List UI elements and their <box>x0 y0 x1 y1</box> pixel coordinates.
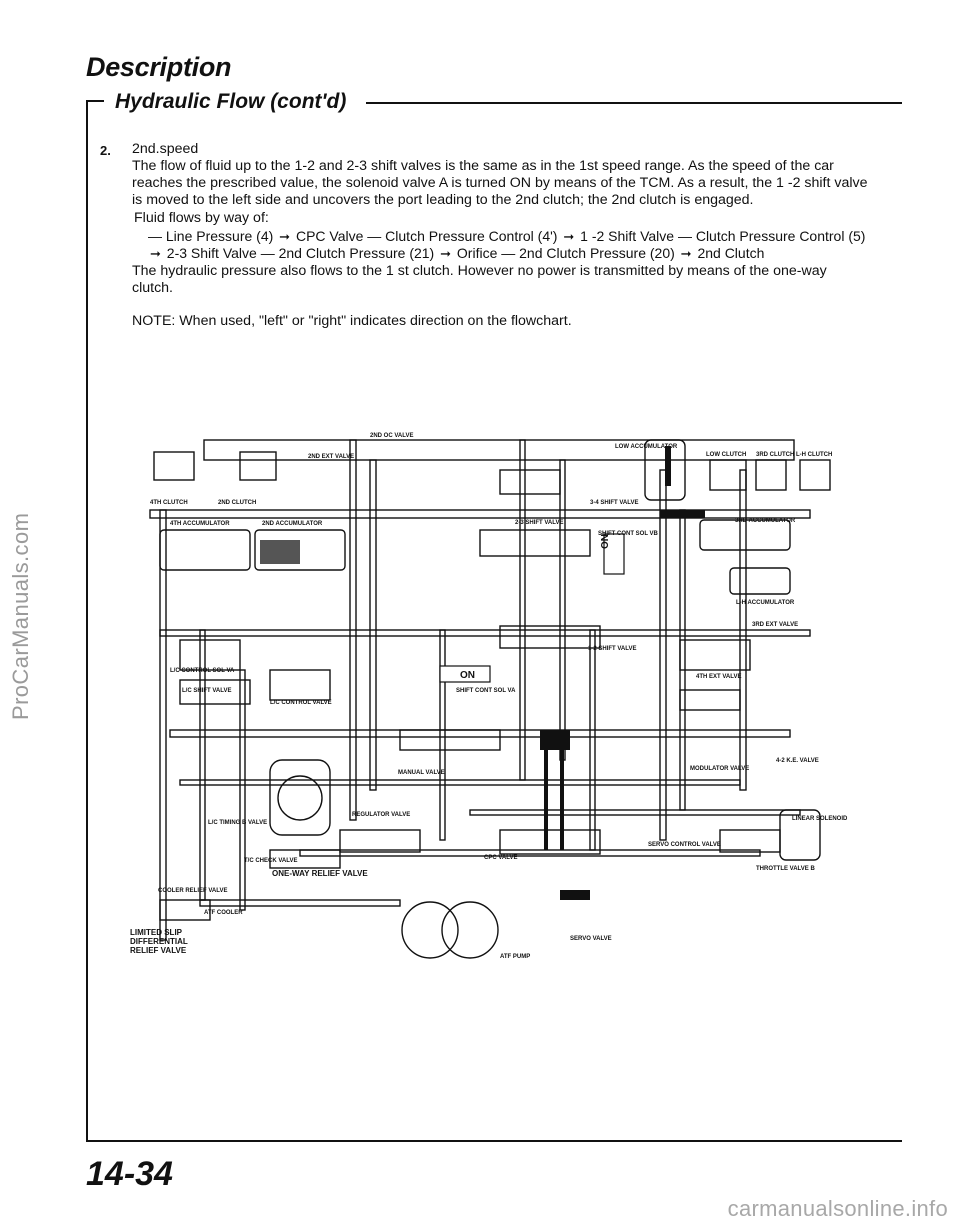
label-3-4-shift-valve: 3-4 SHIFT VALVE <box>590 500 639 506</box>
bottom-watermark: carmanualsonline.info <box>727 1196 948 1221</box>
label-on-vb: ON <box>600 534 611 549</box>
label-one-way-relief-valve: ONE-WAY RELIEF VALVE <box>272 869 368 878</box>
label-tc-check-valve: T/C CHECK VALVE <box>244 858 298 864</box>
label-2-3-shift-valve: 2-3 SHIFT VALVE <box>515 520 564 526</box>
arrow-right-icon: ➞ <box>680 246 692 261</box>
label-1-2-shift-valve: 1-2 SHIFT VALVE <box>588 646 637 652</box>
label-linear-solenoid: LINEAR SOLENOID <box>792 816 848 822</box>
page-number: 14-34 <box>86 1155 173 1193</box>
label-cooler-relief-valve: COOLER RELIEF VALVE <box>158 888 228 894</box>
arrow-right-icon: ➞ <box>563 229 575 244</box>
label-low-clutch: LOW CLUTCH <box>706 452 747 458</box>
subsection-title: Hydraulic Flow (cont'd) <box>115 90 347 113</box>
label-lc-shift-valve: L/C SHIFT VALVE <box>182 688 232 694</box>
item-title: 2nd.speed <box>132 141 199 157</box>
label-shift-cont-sol-vb: SHIFT CONT SOL VB <box>598 531 658 537</box>
label-lc-control-sol-va: L/C CONTROL SOL VA <box>170 668 235 674</box>
flow-step: 1 -2 Shift Valve — Clutch Pressure Contr… <box>580 228 866 244</box>
label-modulator-valve: MODULATOR VALVE <box>690 766 750 772</box>
header-rule-left-vertical <box>86 100 88 1142</box>
note: NOTE: When used, "left" or "right" indic… <box>132 313 572 329</box>
section-title: Description <box>86 52 232 82</box>
label-4th-accumulator: 4TH ACCUMULATOR <box>170 521 230 527</box>
flow-step: 2-3 Shift Valve — 2nd Clutch Pressure (2… <box>166 245 435 261</box>
flow-step: — Line Pressure (4) <box>148 228 274 244</box>
label-cpc-valve: CPC VALVE <box>484 855 518 861</box>
label-limited-slip: LIMITED SLIP <box>130 928 182 937</box>
label-4th-clutch: 4TH CLUTCH <box>150 500 188 506</box>
flow-step: CPC Valve — Clutch Pressure Control (4') <box>295 228 558 244</box>
label-2nd-oc-valve: 2ND OC VALVE <box>370 433 414 439</box>
label-relief-valve: RELIEF VALVE <box>130 946 187 955</box>
label-servo-control-valve: SERVO CONTROL VALVE <box>648 842 721 848</box>
label-differential: DIFFERENTIAL <box>130 937 188 946</box>
label-lh-clutch: L-H CLUTCH <box>796 452 833 458</box>
paragraph-line-2: reaches the prescribed value, the soleno… <box>132 175 868 191</box>
footer-rule <box>86 1140 902 1142</box>
header-rule-right <box>366 102 902 104</box>
item-number: 2. <box>100 143 111 158</box>
label-low-accumulator: LOW ACCUMULATOR <box>615 444 678 450</box>
label-3rd-accumulator: 3RD ACCUMULATOR <box>735 518 796 524</box>
label-throttle-valve-b: THROTTLE VALVE B <box>756 866 815 872</box>
label-lh-accumulator: L-H ACCUMULATOR <box>736 600 795 606</box>
paragraph-line-1: The flow of fluid up to the 1-2 and 2-3 … <box>132 158 834 174</box>
header-rule-left-stub <box>86 100 104 102</box>
label-2nd-ext-valve: 2ND EXT VALVE <box>308 454 355 460</box>
label-4th-ext-valve: 4TH EXT VALVE <box>696 674 742 680</box>
flow-line-2: ➞ 2-3 Shift Valve — 2nd Clutch Pressure … <box>148 245 764 262</box>
label-3rd-ext-valve: 3RD EXT VALVE <box>752 622 799 628</box>
closing-line-2: clutch. <box>132 280 174 296</box>
label-atf-pump: ATF PUMP <box>500 954 531 960</box>
arrow-right-icon: ➞ <box>279 229 291 244</box>
side-watermark: ProCarManuals.com <box>8 512 33 720</box>
label-2nd-accumulator: 2ND ACCUMULATOR <box>262 521 323 527</box>
label-on-va: ON <box>460 670 475 681</box>
flow-step: 2nd Clutch <box>697 245 765 261</box>
closing-line-1: The hydraulic pressure also flows to the… <box>132 263 827 279</box>
label-lc-timing-b-valve: L/C TIMING B VALVE <box>208 820 268 826</box>
label-4-2-ke-valve: 4-2 K.E. VALVE <box>776 758 819 764</box>
arrow-right-icon: ➞ <box>150 246 161 261</box>
flow-intro: Fluid flows by way of: <box>134 210 269 226</box>
label-regulator-valve: REGULATOR VALVE <box>352 812 411 818</box>
label-lc-control-valve: L/C CONTROL VALVE <box>270 700 332 706</box>
label-3rd-clutch: 3RD CLUTCH <box>756 452 795 458</box>
label-atf-cooler: ATF COOLER <box>204 910 243 916</box>
label-2nd-clutch: 2ND CLUTCH <box>218 500 257 506</box>
paragraph-line-3: is moved to the left side and uncovers t… <box>132 192 754 208</box>
hydraulic-flow-diagram <box>149 439 831 959</box>
label-servo-valve: SERVO VALVE <box>570 936 612 942</box>
label-manual-valve: MANUAL VALVE <box>398 770 445 776</box>
arrow-right-icon: ➞ <box>440 246 452 261</box>
label-shift-cont-sol-va: SHIFT CONT SOL VA <box>456 688 516 694</box>
flow-line-1: — Line Pressure (4) ➞ CPC Valve — Clutch… <box>148 228 865 245</box>
flow-step: Orifice — 2nd Clutch Pressure (20) <box>456 245 675 261</box>
